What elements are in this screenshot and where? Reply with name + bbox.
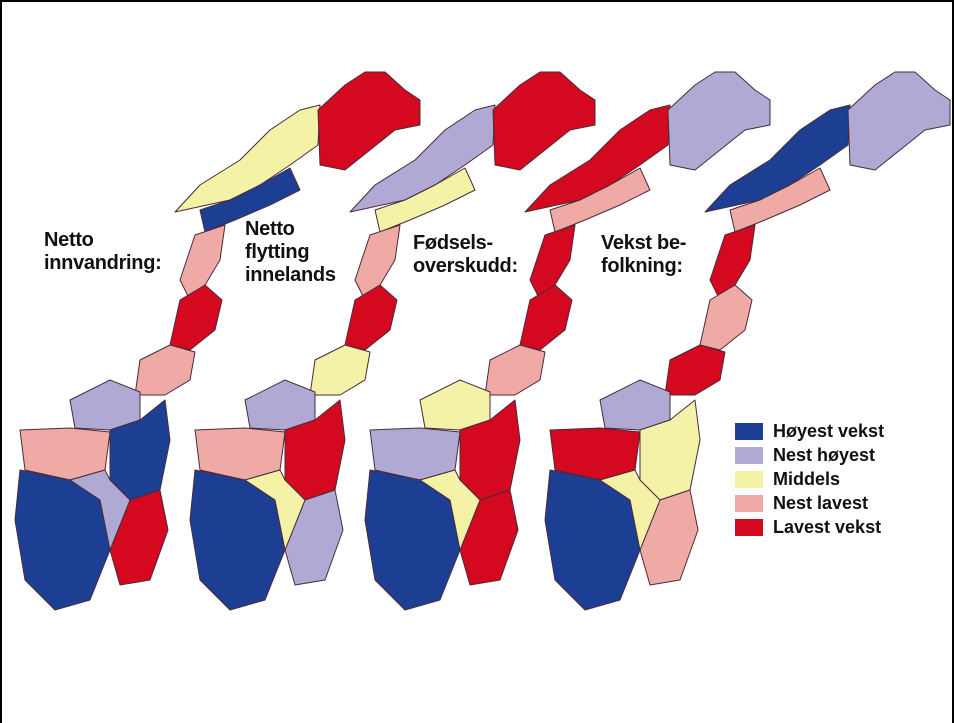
map-region <box>419 469 481 551</box>
map-region <box>317 71 421 171</box>
map-region <box>134 344 196 396</box>
map-label-net-immigration: Netto innvandring: <box>44 229 162 274</box>
map-region <box>69 379 141 431</box>
map-region <box>69 469 131 551</box>
legend-label: Høyest vekst <box>773 420 885 441</box>
map-label-domestic-migration: Netto flytting innelands <box>245 218 336 286</box>
map-region <box>419 379 491 431</box>
map-region <box>492 71 596 171</box>
map-region <box>519 284 573 351</box>
norway-map-2 <box>189 71 596 611</box>
map-region <box>599 379 671 431</box>
legend-swatch <box>735 470 763 488</box>
map-region <box>667 71 771 171</box>
norway-map-4 <box>544 71 951 611</box>
map-region <box>244 379 316 431</box>
map-region <box>244 469 306 551</box>
legend-label: Nest lavest <box>773 492 869 513</box>
norway-map-3 <box>364 71 771 611</box>
legend-swatch <box>735 494 763 512</box>
legend-item-lowest: Lavest vekst <box>735 515 884 539</box>
legend-label: Nest høyest <box>773 444 876 465</box>
legend-swatch <box>735 518 763 536</box>
norway-map-1 <box>14 71 421 611</box>
map-region <box>169 284 223 351</box>
map-region <box>599 469 661 551</box>
legend-item-middle: Middels <box>735 467 884 491</box>
map-region <box>344 284 398 351</box>
legend-item-highest: Høyest vekst <box>735 419 884 443</box>
map-label-population-growth: Vekst be- folkning: <box>601 232 687 277</box>
legend-item-next-highest: Nest høyest <box>735 443 884 467</box>
map-region <box>484 344 546 396</box>
legend-item-next-lowest: Nest lavest <box>735 491 884 515</box>
map-region <box>699 284 753 351</box>
map-region <box>664 344 726 396</box>
legend: Høyest vekst Nest høyest Middels Nest la… <box>735 419 884 539</box>
legend-swatch <box>735 422 763 440</box>
map-region <box>847 71 951 171</box>
legend-label: Lavest vekst <box>773 516 882 537</box>
map-region <box>309 344 371 396</box>
legend-swatch <box>735 446 763 464</box>
map-label-birth-surplus: Fødsels- overskudd: <box>413 232 518 277</box>
legend-label: Middels <box>773 468 841 489</box>
